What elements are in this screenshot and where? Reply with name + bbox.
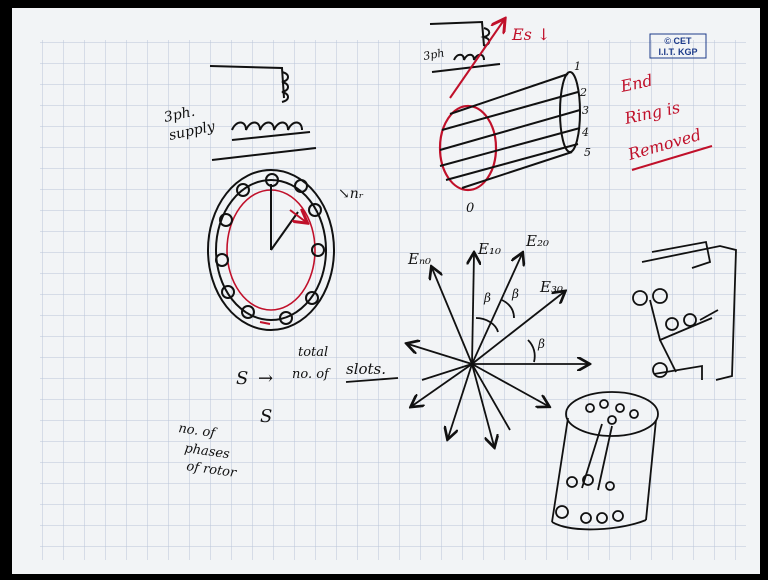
bar-numbers: 1 2 3 4 5: [574, 60, 591, 159]
svg-text:β: β: [483, 291, 491, 305]
origin-label: 0: [466, 201, 474, 216]
end-ring-sketch: [632, 240, 737, 381]
svg-text:total: total: [298, 345, 328, 360]
supply-coil-drawing: [209, 65, 317, 161]
svg-text:E₁₀: E₁₀: [477, 240, 501, 258]
svg-text:slots.: slots.: [346, 360, 386, 378]
es-label: Es ↓: [511, 25, 550, 44]
svg-text:S: S: [236, 368, 248, 389]
rotor-cylinder: [438, 71, 581, 192]
es-coil-drawing: [429, 20, 504, 99]
rotor-cross-section: [207, 169, 335, 331]
svg-text:4: 4: [581, 126, 589, 139]
slots-note: S → total no. of slots. S: [236, 345, 399, 427]
svg-text:1: 1: [574, 60, 581, 73]
rotor-speed-label: ↘nᵣ: [338, 186, 364, 202]
grid: [40, 40, 746, 560]
svg-text:→: →: [258, 368, 273, 389]
cet-logo: © CET I.I.T. KGP: [649, 33, 707, 59]
svg-text:phases: phases: [183, 441, 230, 462]
svg-text:E₂₀: E₂₀: [525, 232, 549, 250]
svg-text:S: S: [260, 406, 272, 427]
svg-text:© CET: © CET: [664, 36, 692, 46]
phasor-labels: Eₙ₀ E₁₀ E₂₀ E₃₀ β β β: [407, 232, 563, 351]
phasor-diagram: [408, 254, 588, 446]
svg-text:of rotor: of rotor: [185, 459, 237, 481]
svg-text:β: β: [537, 337, 545, 351]
supply-label-1: 3ph.: [163, 104, 197, 126]
svg-text:Eₙ₀: Eₙ₀: [407, 250, 431, 268]
svg-text:2: 2: [579, 86, 587, 99]
cage-cylinder: [551, 391, 659, 531]
phases-note: no. of phases of rotor: [177, 421, 237, 481]
svg-text:E₃₀: E₃₀: [539, 278, 563, 296]
es-supply-label: 3ph: [422, 46, 445, 62]
svg-text:5: 5: [584, 146, 591, 159]
svg-text:β: β: [511, 287, 519, 301]
svg-text:3: 3: [582, 104, 589, 117]
svg-text:no. of: no. of: [292, 367, 331, 382]
svg-text:no. of: no. of: [177, 421, 218, 441]
svg-text:I.I.T. KGP: I.I.T. KGP: [658, 47, 697, 57]
